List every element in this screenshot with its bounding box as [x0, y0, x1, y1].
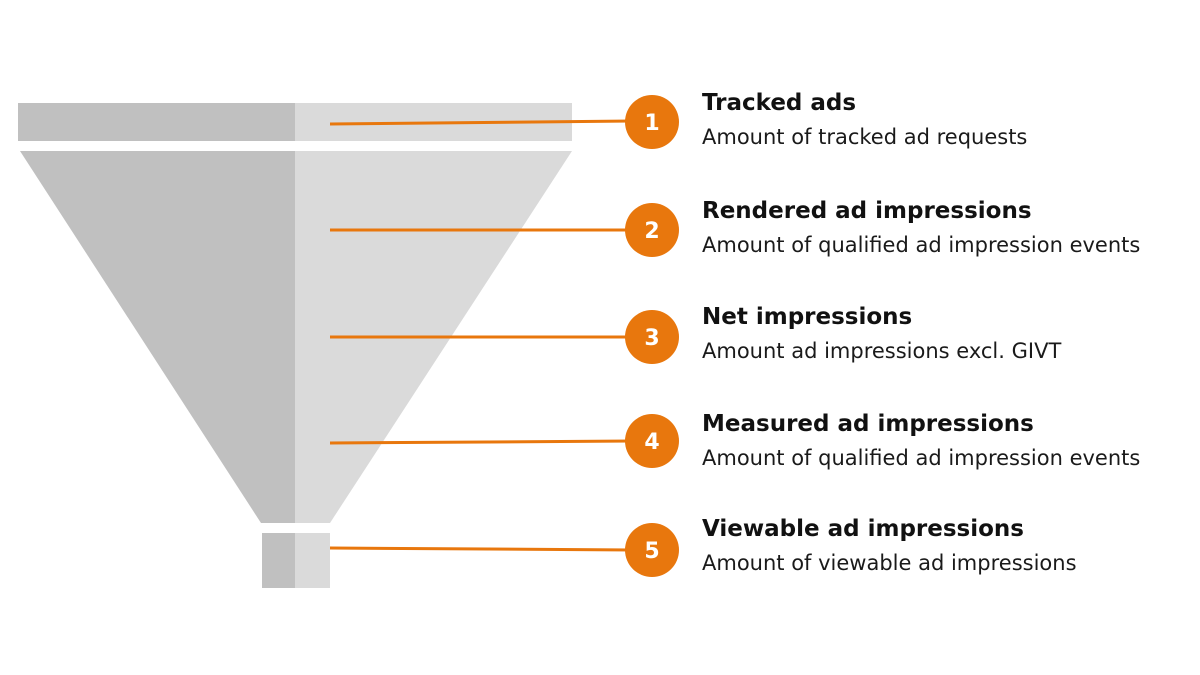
- funnel-top-band-left: [18, 103, 295, 141]
- stage-description: Amount ad impressions excl. GIVT: [702, 339, 1062, 363]
- connector-line-4: [329, 439, 633, 445]
- stage-badge-1: 1: [625, 95, 679, 149]
- stage-title: Tracked ads: [702, 90, 857, 116]
- funnel-spout-left: [262, 533, 295, 588]
- stage-number-5: 5: [644, 539, 659, 564]
- stage-badge-3: 3: [625, 310, 679, 364]
- stage-number-4: 4: [644, 430, 659, 455]
- stage-badge-4: 4: [625, 414, 679, 468]
- stage-description: Amount of qualified ad impression events: [702, 233, 1141, 257]
- stage-title: Measured ad impressions: [702, 411, 1034, 437]
- stage-title: Rendered ad impressions: [702, 198, 1032, 224]
- stage-description: Amount of tracked ad requests: [702, 125, 1028, 149]
- stage-text-5: Viewable ad impressions Amount of viewab…: [702, 515, 1192, 577]
- stage-text-1: Tracked ads Amount of tracked ad request…: [702, 89, 1192, 151]
- connector-line-5: [329, 546, 633, 552]
- stage-title: Net impressions: [702, 304, 913, 330]
- stage-title: Viewable ad impressions: [702, 516, 1024, 542]
- stage-badge-5: 5: [625, 523, 679, 577]
- stage-description: Amount of qualified ad impression events: [702, 446, 1141, 470]
- stage-badge-2: 2: [625, 203, 679, 257]
- stage-number-2: 2: [644, 219, 659, 244]
- funnel-body-left: [20, 151, 295, 523]
- stage-number-1: 1: [644, 111, 659, 136]
- stage-text-2: Rendered ad impressions Amount of qualif…: [702, 197, 1192, 259]
- stage-text-3: Net impressions Amount ad impressions ex…: [702, 303, 1192, 365]
- stage-number-3: 3: [644, 326, 659, 351]
- stage-description: Amount of viewable ad impressions: [702, 551, 1077, 575]
- funnel-spout-right: [295, 533, 330, 588]
- connector-line-1: [329, 119, 633, 126]
- stage-text-4: Measured ad impressions Amount of qualif…: [702, 410, 1192, 472]
